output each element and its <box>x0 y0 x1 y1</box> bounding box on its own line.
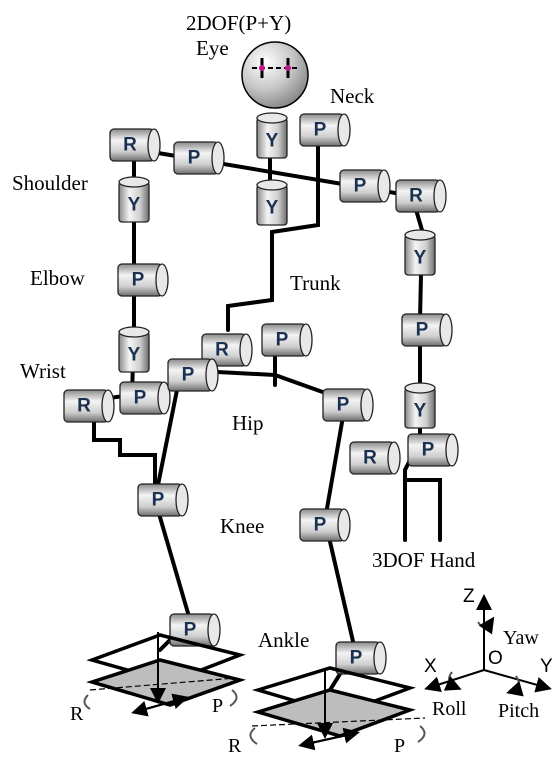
left-wrist-roll-joint-letter: R <box>77 396 91 417</box>
left-foot-pitch-label: P <box>212 695 223 717</box>
hip-roll-joint-letter: R <box>215 340 229 361</box>
eye-sphere <box>241 41 309 109</box>
right-foot <box>249 666 426 751</box>
hip-pitch-joint-letter: P <box>276 330 289 351</box>
neck-yaw-joint: Y <box>256 112 288 159</box>
left-wrist-yaw-joint: Y <box>118 326 150 373</box>
right-shoulder-yaw-joint-letter: Y <box>414 248 427 269</box>
left-shoulder-pitch-joint-letter: P <box>188 148 201 169</box>
neck-pitch-joint: P <box>299 113 351 147</box>
neck-pitch-joint-letter: P <box>314 120 327 141</box>
axis-x-label: X <box>424 656 437 677</box>
right-shoulder-pitch-joint-letter: P <box>354 176 367 197</box>
elbow-label: Elbow <box>30 266 86 290</box>
left-wrist-pitch-joint-letter: P <box>134 388 147 409</box>
right-shoulder-pitch-joint: P <box>339 169 391 203</box>
right-wrist-roll-joint-letter: R <box>363 448 377 469</box>
right-wrist-roll-joint: R <box>349 441 401 475</box>
left-shoulder-yaw-joint-letter: Y <box>128 195 141 216</box>
neck-label: Neck <box>330 84 375 108</box>
axis-pitch-label: Pitch <box>498 700 539 722</box>
left-shoulder-roll-joint: R <box>109 128 161 162</box>
right-knee-pitch-joint: P <box>299 508 351 542</box>
left-shoulder-pitch-joint: P <box>173 141 225 175</box>
right-wrist-yaw-joint-letter: Y <box>414 401 427 422</box>
left-shoulder-yaw-joint: Y <box>118 176 150 223</box>
left-ankle-pitch-joint: P <box>169 613 221 647</box>
left-knee-pitch-joint: P <box>137 483 189 517</box>
trunk-label: Trunk <box>290 271 341 295</box>
left-elbow-pitch-joint: P <box>117 263 169 297</box>
right-wrist-pitch-joint-letter: P <box>422 440 435 461</box>
left-foot <box>83 632 247 717</box>
left-hip-pitch-joint-letter: P <box>182 365 195 386</box>
wrist-label: Wrist <box>20 359 66 383</box>
right-hip-pitch-joint-letter: P <box>337 395 350 416</box>
hip-label: Hip <box>232 411 264 435</box>
left-shoulder-roll-joint-letter: R <box>123 135 137 156</box>
right-wrist-yaw-joint: Y <box>404 382 436 429</box>
right-ankle-pitch-joint-letter: P <box>350 648 363 669</box>
left-knee-pitch-joint-letter: P <box>152 490 165 511</box>
left-elbow-pitch-joint-letter: P <box>132 270 145 291</box>
right-shoulder-roll-joint-letter: R <box>409 186 423 207</box>
right-knee-pitch-joint-letter: P <box>314 515 327 536</box>
right-elbow-pitch-joint-letter: P <box>416 320 429 341</box>
right-foot-roll-label: R <box>228 735 242 757</box>
left-ankle-pitch-joint-letter: P <box>184 620 197 641</box>
axis-yaw-label: Yaw <box>503 627 539 649</box>
left-wrist-roll-joint: R <box>63 389 115 423</box>
right-wrist-pitch-joint: P <box>407 433 459 467</box>
shoulder-label: Shoulder <box>12 171 88 195</box>
right-elbow-pitch-joint: P <box>401 313 453 347</box>
left-foot-roll-label: R <box>70 703 84 725</box>
right-ankle-pitch-joint: P <box>335 641 387 675</box>
right-shoulder-roll-joint: R <box>395 179 447 213</box>
eye-label: Eye <box>196 36 229 60</box>
right-foot-pitch-label: P <box>394 735 405 757</box>
trunk-yaw-joint-letter: Y <box>266 198 279 219</box>
axis-origin-label: O <box>488 648 503 669</box>
hip-pitch-joint: P <box>261 323 313 357</box>
hand-label: 3DOF Hand <box>372 548 476 572</box>
neck-yaw-joint-letter: Y <box>266 131 279 152</box>
axis-y-label: Y <box>540 656 552 677</box>
eye-title-label: 2DOF(P+Y) <box>186 11 291 35</box>
axes-legend: Z X Y O Yaw Roll Pitch <box>424 586 552 722</box>
right-shoulder-yaw-joint: Y <box>404 229 436 276</box>
left-wrist-pitch-joint: P <box>119 381 171 415</box>
ankle-label: Ankle <box>258 628 309 652</box>
hip-roll-joint: R <box>201 333 253 367</box>
left-hip-pitch-joint: P <box>167 358 219 392</box>
axis-roll-label: Roll <box>432 698 467 720</box>
knee-label: Knee <box>220 514 264 538</box>
axis-z-label: Z <box>463 586 475 607</box>
left-wrist-yaw-joint-letter: Y <box>128 345 141 366</box>
trunk-yaw-joint: Y <box>256 179 288 226</box>
right-hip-pitch-joint: P <box>322 388 374 422</box>
